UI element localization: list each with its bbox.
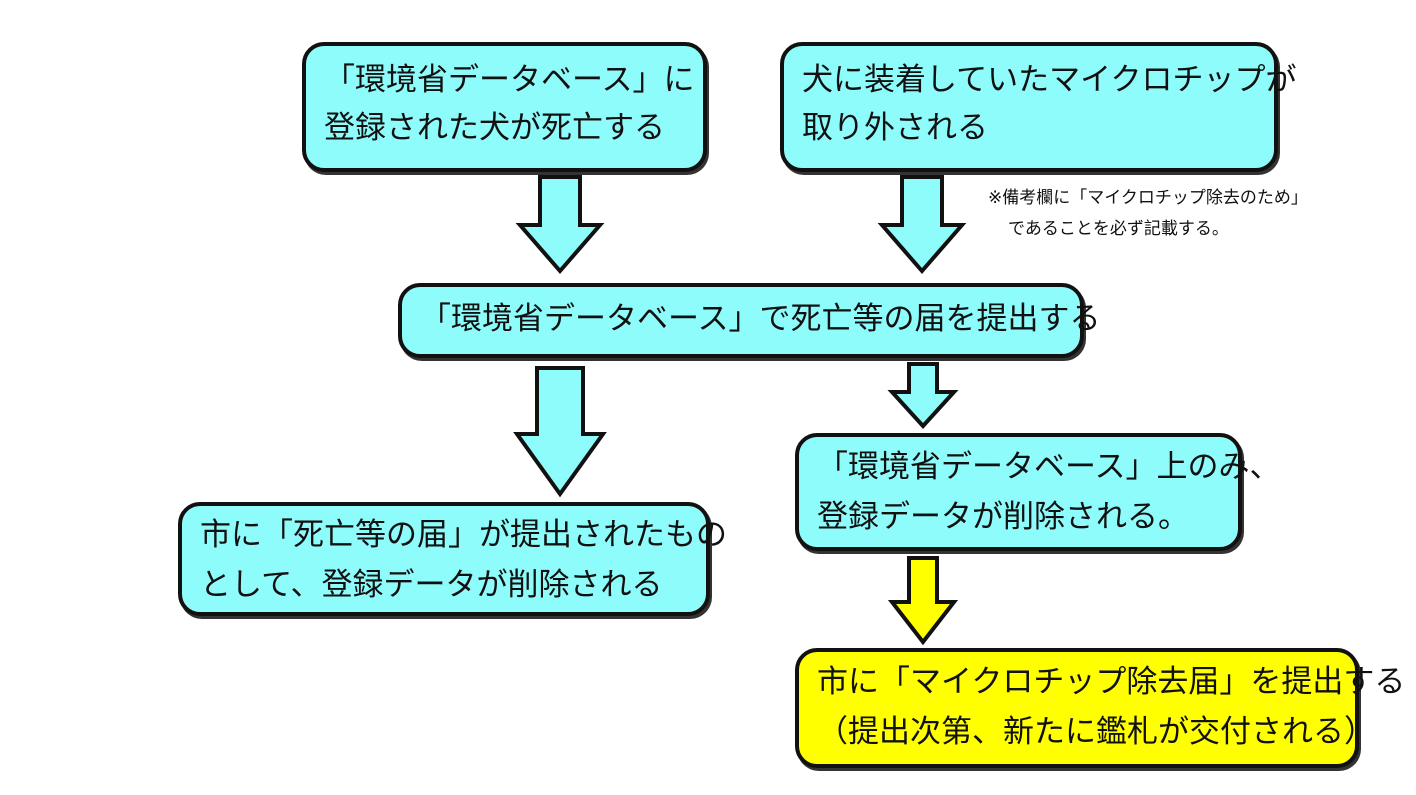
death-notice-box: 「環境省データベース」で死亡等の届を提出する [398, 283, 1101, 358]
city-deleted-box: 市に「死亡等の届」が提出されたもの として、登録データが削除される [178, 502, 727, 616]
chip-removed-box: 犬に装着していたマイクロチップが 取り外される [780, 42, 1297, 172]
remarks-note-line-1: ※備考欄に「マイクロチップ除去のため」 [988, 188, 1308, 208]
chip-removal-notice-box: 市に「マイクロチップ除去届」を提出する （提出次第、新たに鑑札が交付される） [795, 648, 1406, 768]
death-notice-line-1: 「環境省データベース」で死亡等の届を提出する [420, 301, 1101, 337]
chip-removal-notice-line-1: 市に「マイクロチップ除去届」を提出する [817, 664, 1406, 700]
city-deleted-line-2: として、登録データが削除される [200, 567, 663, 604]
dog-death-line-1: 「環境省データベース」に [324, 62, 695, 98]
remarks-note: ※備考欄に「マイクロチップ除去のため」 であることを必ず記載する。 [988, 183, 1308, 246]
db-deleted-line-2: 登録データが削除される。 [817, 498, 1189, 535]
down-arrow-icon [515, 175, 605, 275]
db-deleted-line-1: 「環境省データベース」上のみ、 [817, 449, 1281, 485]
remarks-note-line-2: であることを必ず記載する。 [1008, 219, 1229, 240]
down-arrow-icon [887, 362, 959, 429]
dog-death-line-2: 登録された犬が死亡する [324, 110, 665, 147]
down-arrow-icon [513, 366, 607, 498]
db-deleted-box: 「環境省データベース」上のみ、 登録データが削除される。 [795, 433, 1281, 551]
down-arrow-icon [887, 556, 959, 646]
down-arrow-icon [877, 175, 967, 275]
dog-death-box: 「環境省データベース」に 登録された犬が死亡する [302, 42, 707, 172]
city-deleted-line-1: 市に「死亡等の届」が提出されたもの [200, 517, 727, 553]
chip-removed-line-1: 犬に装着していたマイクロチップが [802, 62, 1297, 98]
chip-removed-line-2: 取り外される [802, 110, 988, 147]
chip-removal-notice-line-2: （提出次第、新たに鑑札が交付される） [817, 713, 1375, 750]
